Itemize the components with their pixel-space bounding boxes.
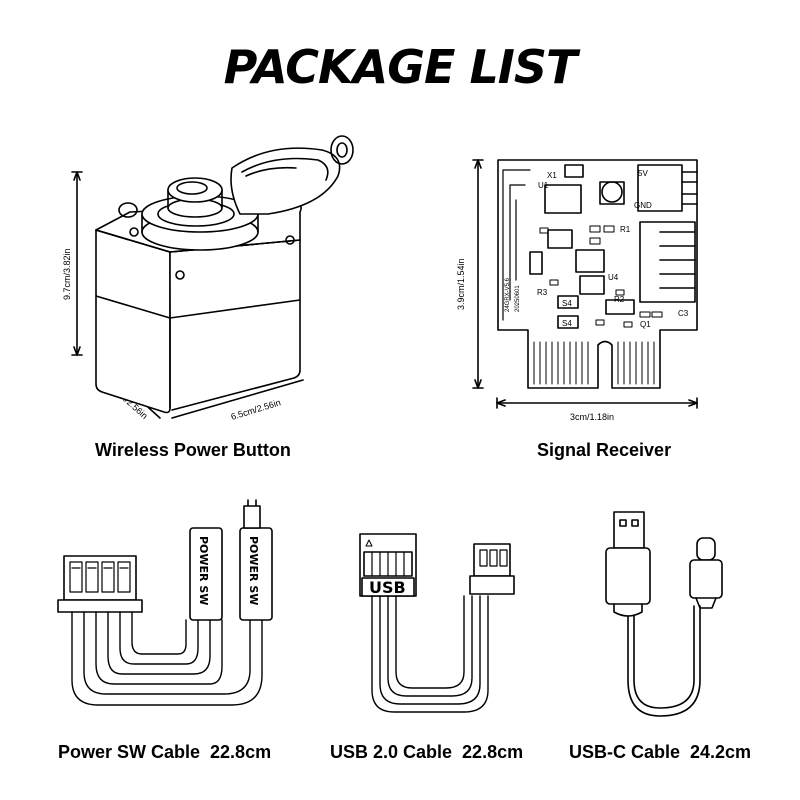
signal-receiver-illustration: 3.9cm/1.54in 3cm/1.18in bbox=[456, 159, 698, 422]
pcb-label-r2: R2 bbox=[614, 295, 625, 304]
power-sw-tag-left: POWER SW bbox=[197, 536, 210, 605]
page-title: PACKAGE LIST bbox=[223, 40, 578, 94]
pcb-label-u4: U4 bbox=[608, 273, 619, 282]
pcb-version-label: 24GRX-V5.6 bbox=[505, 277, 511, 312]
power-sw-cable-name: Power SW Cable bbox=[58, 742, 201, 762]
usbc-cable-length: 24.2cm bbox=[690, 742, 752, 762]
usb2-cable-name: USB 2.0 Cable bbox=[330, 742, 453, 762]
pcb-date-label: 20250601 bbox=[515, 285, 521, 312]
power-sw-cable-illustration: POWER SW POWER SW bbox=[57, 499, 273, 706]
pcb-label-r1: R1 bbox=[620, 225, 631, 234]
usb2-cable-length: 22.8cm bbox=[462, 742, 524, 762]
receiver-height-label: 3.9cm/1.54in bbox=[456, 258, 466, 310]
pcb-label-u1: U1 bbox=[538, 181, 549, 190]
usbc-cable-illustration bbox=[605, 511, 723, 717]
pcb-label-5v: 5V bbox=[638, 169, 648, 178]
wireless-power-button-illustration: 9.7cm/3.82in 6.5cm/2.56in 6.5cm/2.56in bbox=[62, 135, 354, 422]
caption-power-sw-cable: Power SW Cable 22.8cm bbox=[58, 742, 271, 763]
usb2-cable-illustration: USB bbox=[359, 533, 515, 713]
button-width-label: 6.5cm/2.56in bbox=[230, 397, 282, 422]
pcb-label-q1: Q1 bbox=[640, 320, 651, 329]
caption-usbc-cable: USB-C Cable 24.2cm bbox=[569, 742, 751, 763]
caption-usb2-cable: USB 2.0 Cable 22.8cm bbox=[330, 742, 523, 763]
pcb-label-x1: X1 bbox=[547, 171, 557, 180]
caption-wireless-power-button: Wireless Power Button bbox=[95, 440, 291, 460]
power-sw-tag-right: POWER SW bbox=[247, 536, 260, 605]
pcb-label-s4-lower: S4 bbox=[562, 319, 572, 328]
usb-header-label: USB bbox=[369, 578, 406, 597]
receiver-width-label: 3cm/1.18in bbox=[570, 412, 614, 422]
button-height-label: 9.7cm/3.82in bbox=[62, 248, 72, 300]
pcb-label-c3: C3 bbox=[678, 309, 689, 318]
pcb-label-s4-upper: S4 bbox=[562, 299, 572, 308]
pcb-label-r3: R3 bbox=[537, 288, 548, 297]
power-sw-cable-length: 22.8cm bbox=[210, 742, 272, 762]
caption-signal-receiver: Signal Receiver bbox=[537, 440, 672, 460]
pcb-label-gnd: GND bbox=[634, 201, 652, 210]
usbc-cable-name: USB-C Cable bbox=[569, 742, 681, 762]
